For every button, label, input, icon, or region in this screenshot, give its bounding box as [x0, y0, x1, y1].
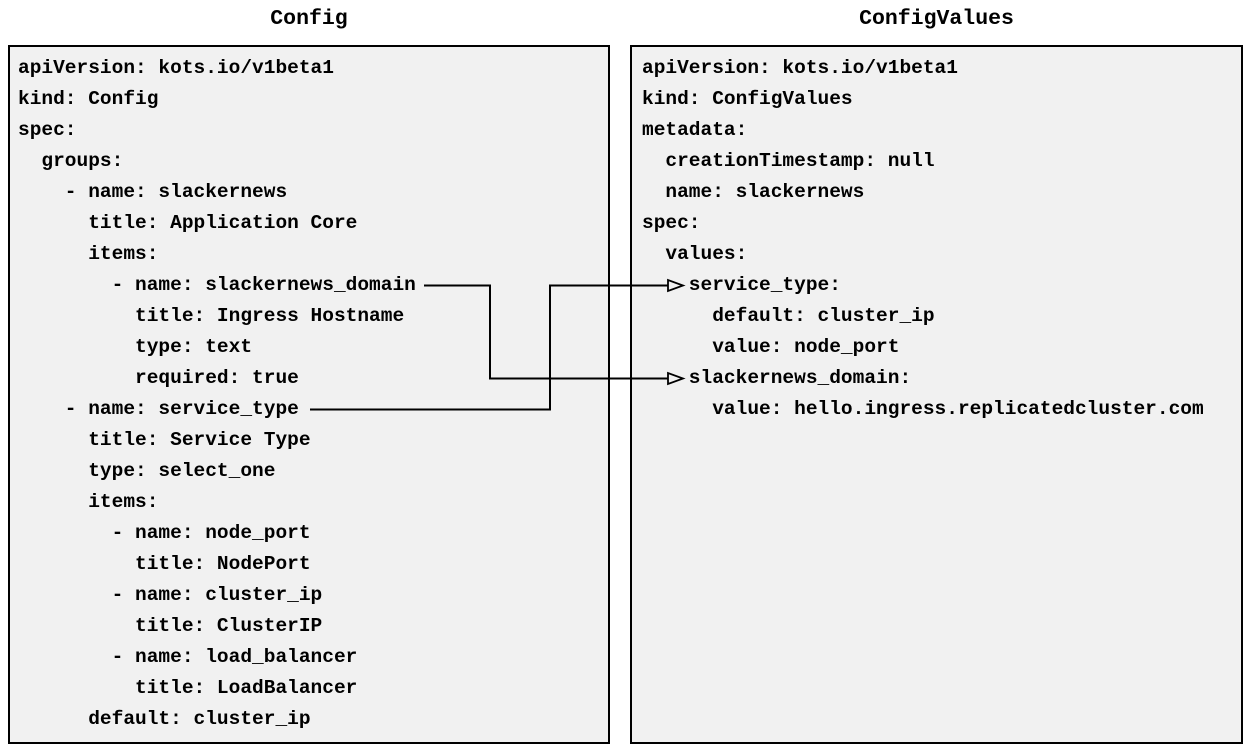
configvalues-panel-title: ConfigValues — [859, 7, 1014, 31]
configvalues-yaml-code: apiVersion: kots.io/v1beta1 kind: Config… — [642, 57, 1204, 420]
config-panel: apiVersion: kots.io/v1beta1 kind: Config… — [8, 45, 610, 744]
config-yaml-code: apiVersion: kots.io/v1beta1 kind: Config… — [18, 57, 416, 730]
config-panel-title: Config — [270, 7, 348, 31]
configvalues-panel: apiVersion: kots.io/v1beta1 kind: Config… — [630, 45, 1243, 744]
